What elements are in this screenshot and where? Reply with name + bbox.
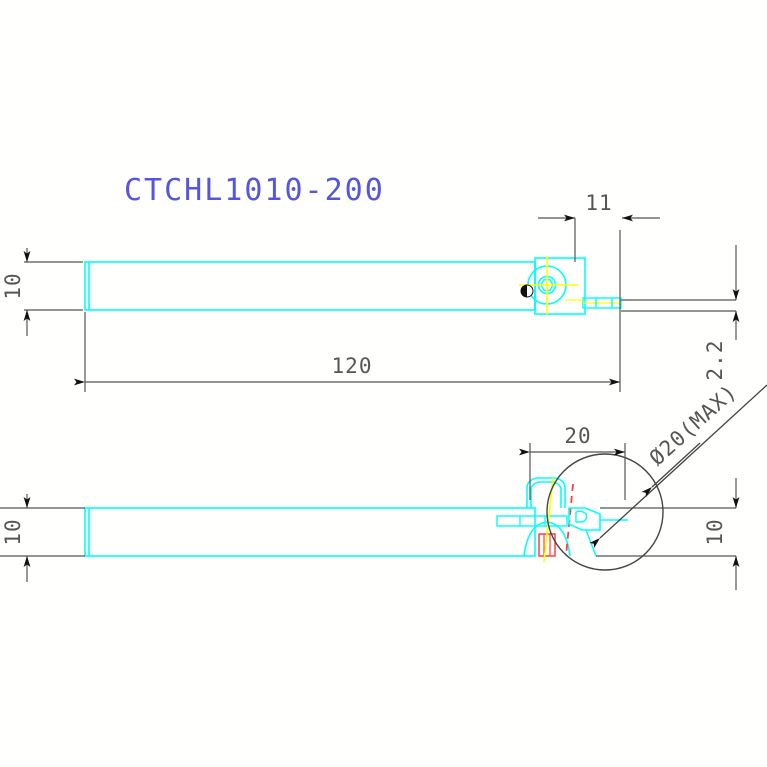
top-view-group [84,256,736,315]
dimension-head-offset-11: 11 [538,191,660,262]
side-view-head-centerline [543,477,554,563]
dim-side-height-left-label: 10 [1,518,25,545]
dim-head-offset-label: 11 [585,191,612,215]
dimension-head-width-20: 20 [519,424,626,500]
side-view-head-dome [526,477,566,508]
dim-top-length-label: 120 [332,354,373,378]
max-diameter-leader-lower [589,384,767,548]
side-view-tip-detail [575,510,588,523]
dim-side-height-right-label: 10 [703,518,727,545]
side-view-tip-arm [568,507,601,531]
dim-tip-thickness-label: 2.2 [703,340,727,381]
dim-head-width-label: 20 [564,424,591,448]
dimension-side-height-right-10: 10 [703,478,740,590]
dimension-top-length-120: 120 [74,230,621,392]
dim-top-height-label: 10 [1,272,25,299]
max-diameter-leader-upper [641,442,701,497]
side-view-lower-dome [523,521,571,557]
dimension-top-height-10: 10 [1,248,83,336]
side-view-shank-body [84,507,536,557]
top-view-screw-marker-fill [521,285,527,297]
side-view-head-dome-inner [530,481,562,508]
part-number-label: CTCHL1010-200 [124,173,385,208]
dimension-side-height-left-10: 10 [1,494,31,582]
dimension-tip-thickness-22: 2.2 [703,245,740,381]
side-view-clamp-bar [496,515,568,527]
side-view-group [0,477,736,563]
